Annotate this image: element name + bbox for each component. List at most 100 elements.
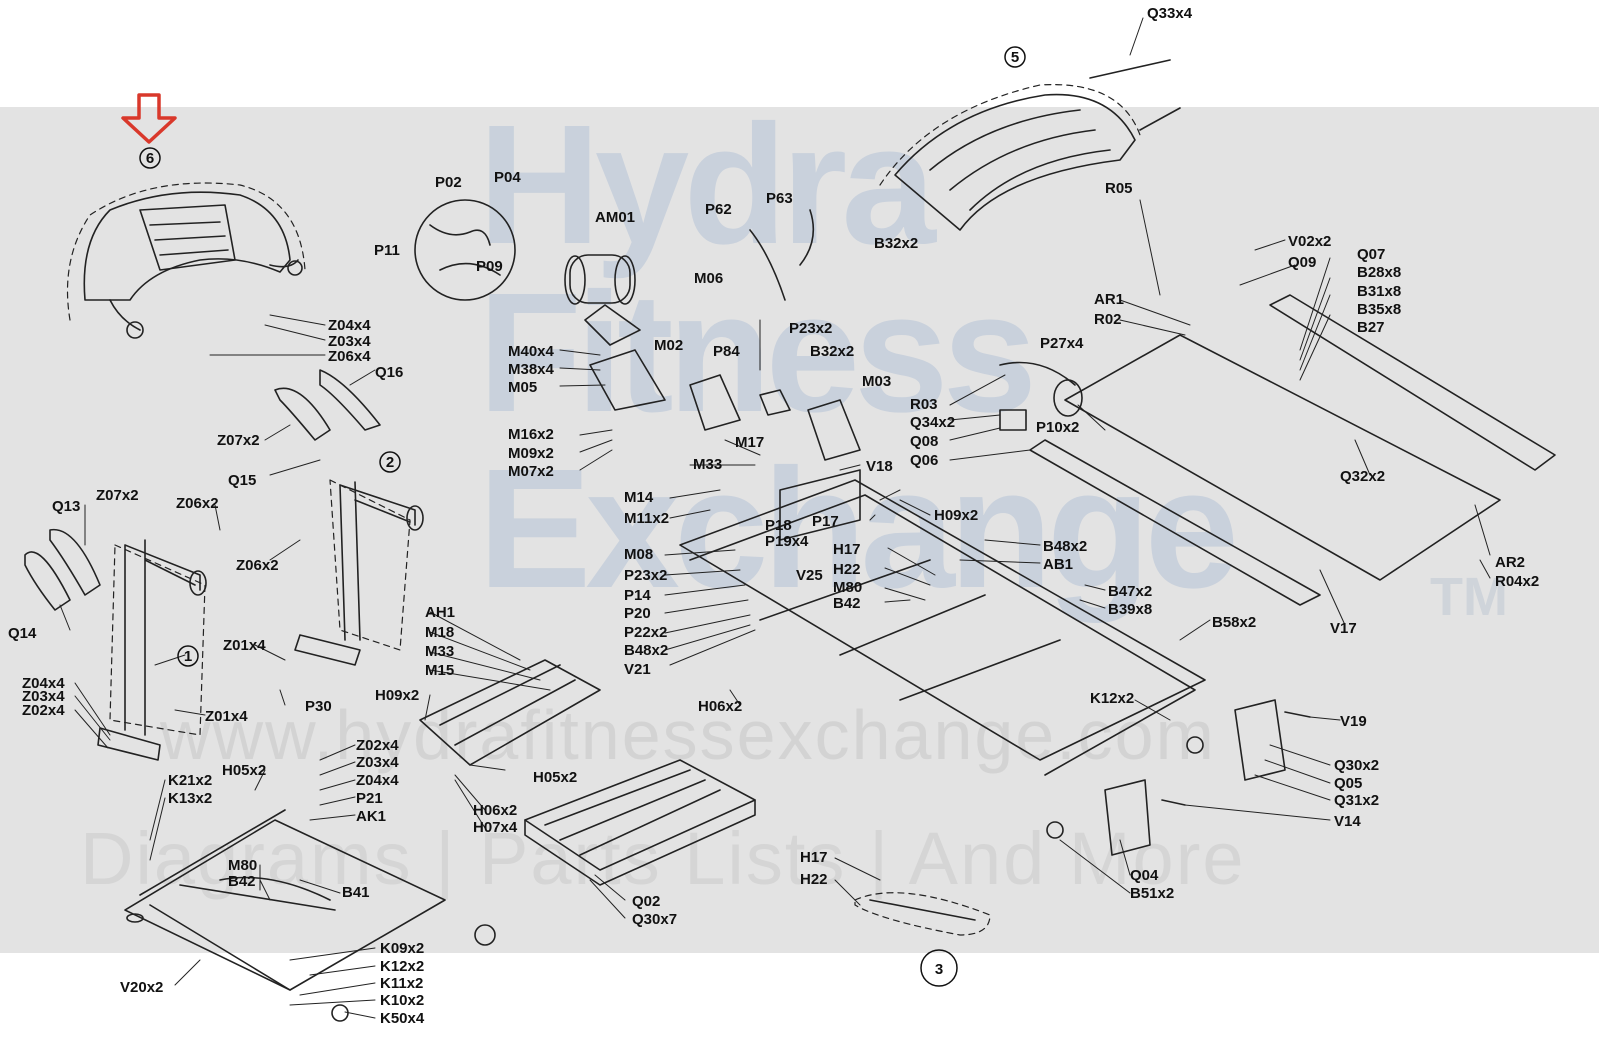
assembly-number-2: 2 [386,454,394,471]
part-label: H05x2 [533,769,577,786]
part-label: P14 [624,587,651,604]
part-label: V25 [796,567,823,584]
watermark-trademark: TM [1430,567,1508,627]
part-label: Z06x4 [328,348,371,365]
part-labels: Q33x4 P02 P04 P11 P09 AM01 P62 P63 M06 B… [8,5,1539,1027]
part-label: V18 [866,458,893,475]
part-label: V19 [1340,713,1367,730]
part-label: Q32x2 [1340,468,1385,485]
part-label: M38x4 [508,361,555,378]
part-label: Z01x4 [205,708,248,725]
watermark-band [0,107,1599,953]
part-label: Z06x2 [176,495,219,512]
part-label: Z07x2 [96,487,139,504]
part-label: M05 [508,379,537,396]
part-label: Z04x4 [356,772,399,789]
part-label: K12x2 [380,958,424,975]
part-label: P21 [356,790,383,807]
left-upright [97,539,207,761]
part-label: Z02x4 [22,702,65,719]
part-label: Z03x4 [356,754,399,771]
part-label: P63 [766,190,793,207]
part-label: B58x2 [1212,614,1256,631]
watermark-line1: Hydra [478,90,936,280]
part-label: Q16 [375,364,403,381]
part-label: Q31x2 [1334,792,1379,809]
drive-motor [564,254,641,346]
part-label: Z04x4 [22,675,65,692]
part-label: M09x2 [508,445,554,462]
part-label: M80 [833,579,862,596]
motor-hood-assembly [879,59,1181,231]
part-label: V17 [1330,620,1357,637]
part-label: AK1 [356,808,386,825]
part-label: Q14 [8,625,37,642]
assembly-number-1: 1 [184,648,192,665]
main-frame [679,469,1206,839]
part-label: Z03x4 [328,333,371,350]
highlight-arrow-icon [121,93,177,144]
part-label: P19x4 [765,533,809,550]
rear-covers [1104,699,1311,856]
part-label: K10x2 [380,992,424,1009]
part-label: P10x2 [1036,419,1079,436]
part-label: M06 [694,270,723,287]
part-label: M18 [425,624,454,641]
part-label: V02x2 [1288,233,1331,250]
watermark-line2: Fitness [478,258,1037,448]
part-label: P23x2 [789,320,832,337]
part-label: H06x2 [698,698,742,715]
part-label: H07x4 [473,819,518,836]
part-label: B32x2 [874,235,918,252]
base-frame [124,809,496,1022]
part-label: Z03x4 [22,688,65,705]
assembly-callout-6 [139,147,161,169]
deck-and-rails [999,294,1556,606]
part-label: P84 [713,343,740,360]
part-label: K09x2 [380,940,424,957]
part-label: M15 [425,662,454,679]
part-label: P23x2 [624,567,667,584]
part-label: M03 [862,373,891,390]
right-upright [294,479,424,666]
part-label: H09x2 [375,687,419,704]
part-label: H22 [800,871,828,888]
part-label: B31x8 [1357,283,1401,300]
part-label: B41 [342,884,370,901]
part-label: Q07 [1357,246,1385,263]
part-label: M07x2 [508,463,554,480]
motor-tray [524,759,756,886]
part-label: M16x2 [508,426,554,443]
part-label: P22x2 [624,624,667,641]
part-label: Q05 [1334,775,1362,792]
part-label: P62 [705,201,732,218]
watermark-tagline: Diagrams | Parts Lists | And More [80,817,1246,900]
part-label: Q02 [632,893,660,910]
part-label: AM01 [595,209,635,226]
part-label: H17 [833,541,861,558]
part-label: M14 [624,489,654,506]
part-label: V21 [624,661,651,678]
part-label: Z06x2 [236,557,279,574]
part-label: Q15 [228,472,256,489]
part-label: B27 [1357,319,1385,336]
part-label: V20x2 [120,979,163,996]
assembly-callout-1 [177,645,199,667]
assembly-callouts [139,46,1026,987]
leader-lines [59,17,1491,1019]
assembly-number-6: 6 [146,150,154,167]
part-label: M40x4 [508,343,555,360]
part-label: Q13 [52,498,80,515]
part-label: Q34x2 [910,414,955,431]
part-label: P09 [476,258,503,275]
part-label: B48x2 [1043,538,1087,555]
part-label: P02 [435,174,462,191]
part-label: Q08 [910,433,938,450]
part-label: M17 [735,434,764,451]
part-label: P17 [812,513,839,530]
handle-covers [24,369,381,611]
console-assembly [66,182,306,339]
part-label: Z04x4 [328,317,371,334]
part-label: R04x2 [1495,573,1539,590]
